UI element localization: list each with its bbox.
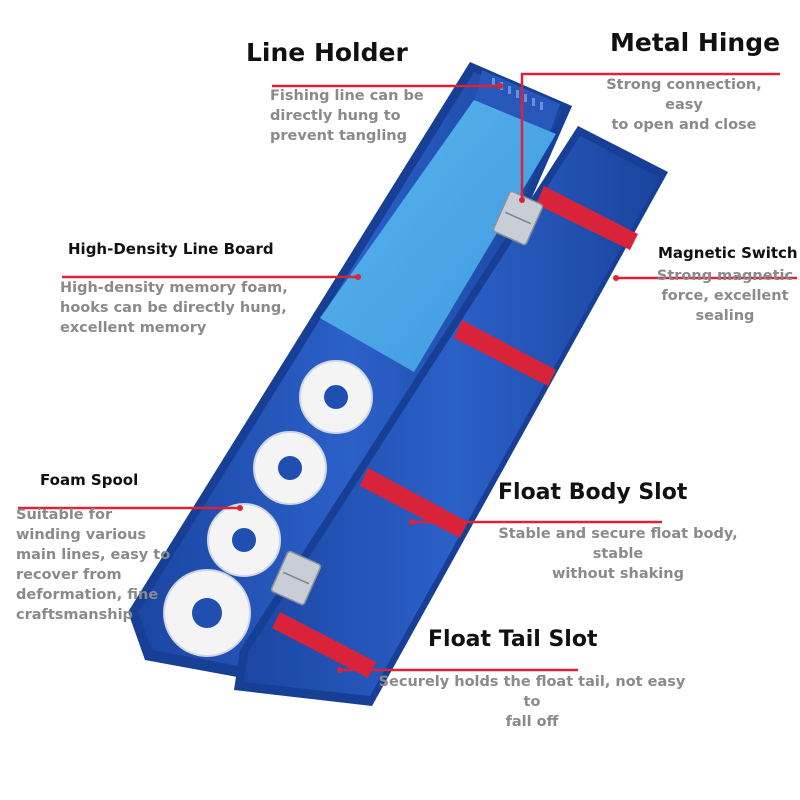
metal-hinge-desc: Strong connection, easy to open and clos…: [606, 77, 762, 133]
float-rack-2: [454, 320, 556, 386]
foam-spools: [163, 360, 373, 657]
line-board-title: High-Density Line Board: [68, 240, 274, 258]
line-holder-title: Line Holder: [246, 38, 408, 67]
foam-spool-1: [299, 360, 373, 434]
foam-spool-title: Foam Spool: [40, 471, 139, 489]
line-holder-desc: Fishing line can be directly hung to pre…: [270, 88, 424, 144]
float-rack-1: [536, 186, 638, 250]
line-board-desc: High-density memory foam, hooks can be d…: [60, 280, 288, 336]
foam-spool-3: [207, 503, 281, 577]
foam-spool-desc: Suitable for winding various main lines,…: [16, 507, 171, 623]
leader-metal-hinge: [520, 72, 780, 200]
float-rack-4: [272, 612, 376, 678]
line-board-foam: [320, 100, 556, 372]
right-tray: [234, 126, 668, 706]
float-rack-3: [360, 468, 468, 538]
metal-hinge-title: Metal Hinge: [610, 28, 781, 57]
float-body-slot-desc: Stable and secure float body, stable wit…: [498, 526, 738, 582]
leader-lines: [18, 72, 797, 672]
float-body-slot-title: Float Body Slot: [498, 480, 688, 505]
foam-spool-2: [253, 431, 327, 505]
metal-hinge-top: [492, 190, 544, 246]
float-tail-slot-desc: Securely holds the float tail, not easy …: [378, 674, 686, 730]
metal-hinge-bottom: [270, 550, 322, 606]
magnetic-switch-desc: Strong magnetic force, excellent sealing: [656, 268, 794, 324]
magnetic-switch-title: Magnetic Switch: [658, 244, 798, 262]
foam-spool-4: [163, 569, 251, 657]
float-tail-slot-title: Float Tail Slot: [428, 627, 598, 652]
left-tray: [128, 62, 572, 690]
